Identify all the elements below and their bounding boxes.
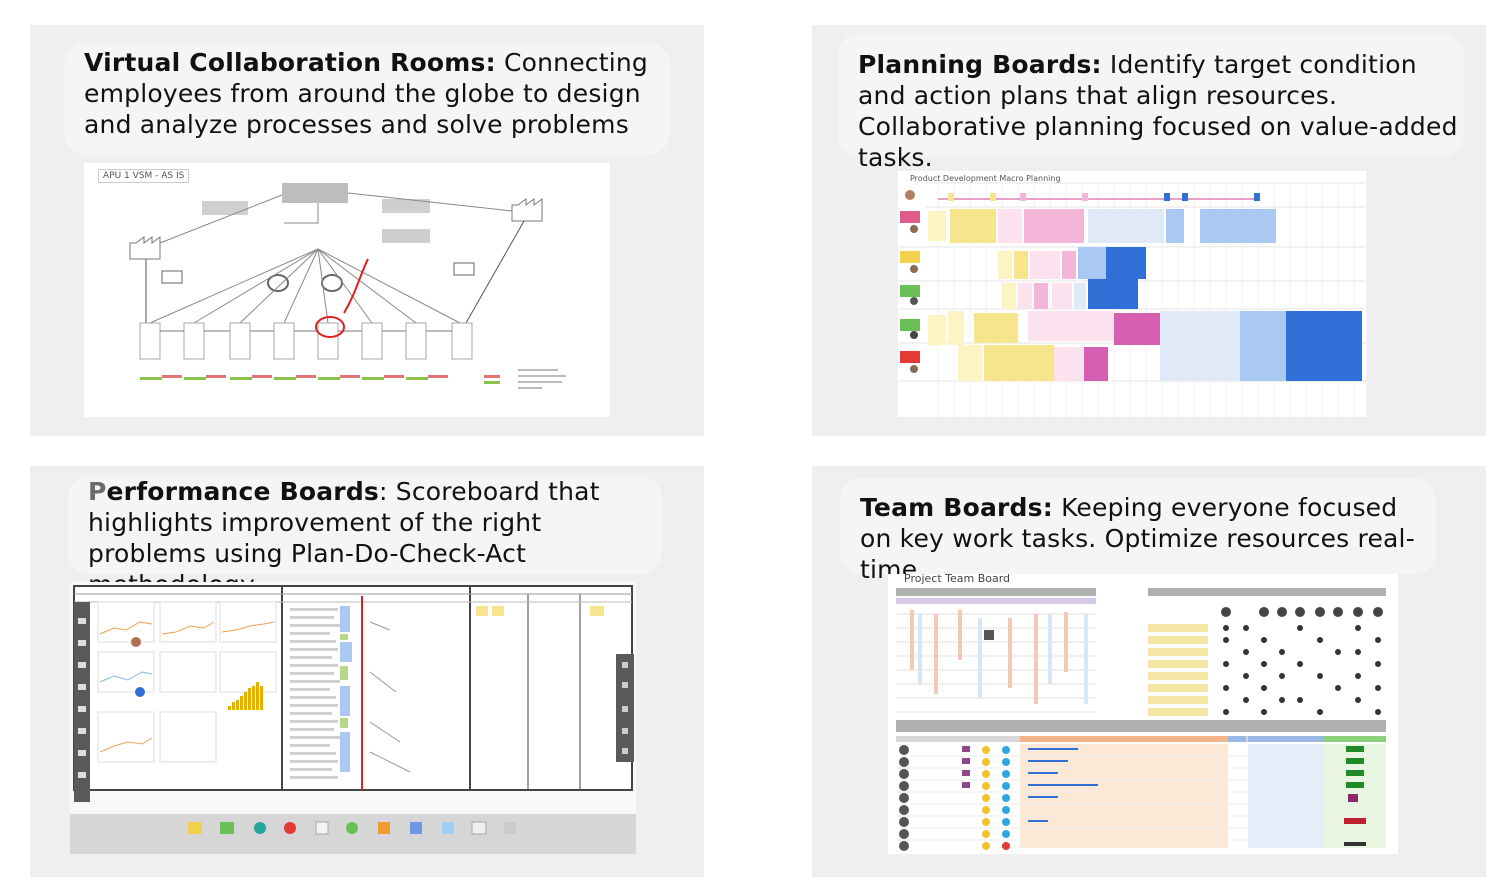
planning-gantt — [898, 182, 1366, 417]
caption-heading-initial: P — [88, 477, 107, 506]
caption-heading: Team Boards: — [860, 493, 1053, 522]
team-board-title: Project Team Board — [904, 574, 1011, 585]
team-board-screenshot: Project Team Board — [888, 574, 1398, 854]
vsm-screenshot: APU 1 VSM - AS IS — [84, 163, 610, 417]
caption-heading: erformance Boards — [106, 477, 379, 506]
caption-text: Identify target condition and action pla… — [858, 50, 1458, 172]
vsm-diagram — [129, 183, 566, 389]
planning-title: Product Development Macro Planning — [910, 174, 1061, 183]
caption-planning-boards: Planning Boards: Identify target conditi… — [838, 33, 1464, 172]
caption-performance-boards: Performance Boards: Scoreboard that high… — [68, 476, 662, 599]
planning-screenshot: Product Development Macro Planning — [898, 171, 1366, 417]
caption-text: Connecting employees from around the glo… — [84, 48, 649, 139]
caption-heading: Planning Boards: — [858, 50, 1102, 79]
caption-heading: Virtual Collaboration Rooms: — [84, 48, 496, 77]
performance-screenshot — [70, 582, 636, 854]
panel-performance-boards: Performance Boards: Scoreboard that high… — [30, 466, 704, 877]
vsm-title: APU 1 VSM - AS IS — [98, 169, 190, 183]
panel-virtual-collaboration: Virtual Collaboration Rooms: Connecting … — [30, 25, 704, 436]
panel-team-boards: Team Boards: Keeping everyone focused on… — [812, 466, 1486, 877]
panel-planning-boards: Planning Boards: Identify target conditi… — [812, 25, 1486, 436]
performance-board — [70, 585, 636, 854]
caption-team-boards: Team Boards: Keeping everyone focused on… — [840, 478, 1436, 584]
caption-virtual-collaboration: Virtual Collaboration Rooms: Connecting … — [64, 43, 670, 155]
team-board — [896, 588, 1386, 851]
